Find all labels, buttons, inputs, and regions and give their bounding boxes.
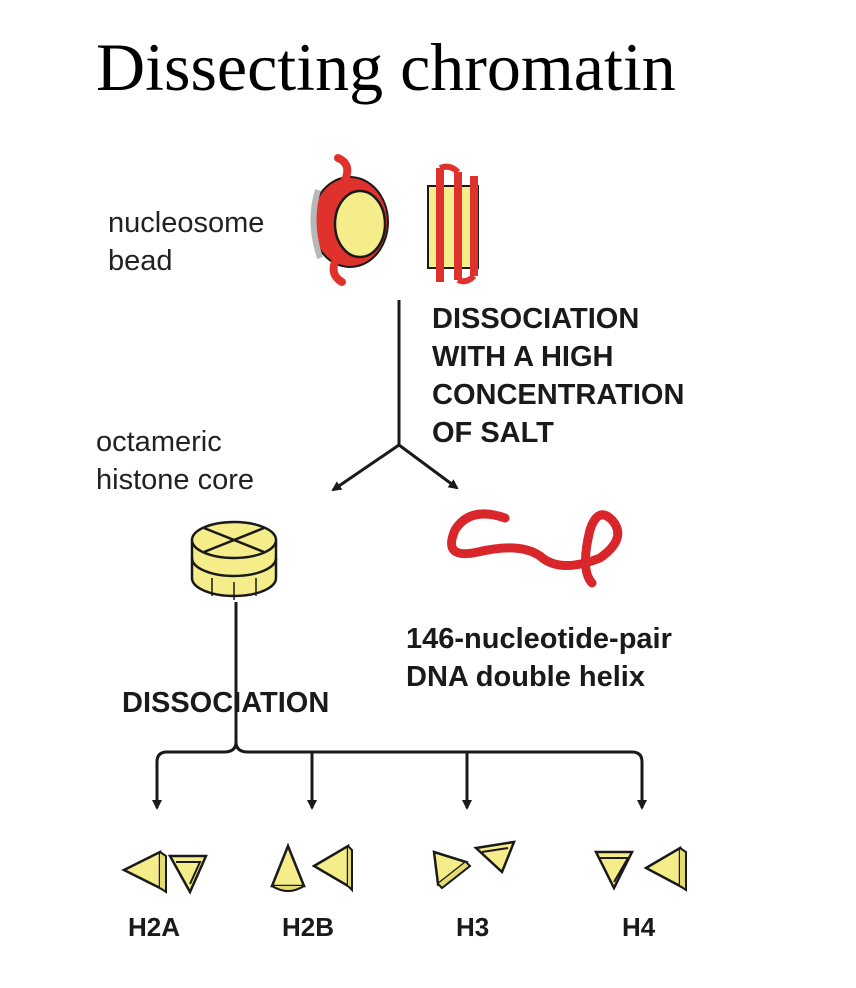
histone-label-h4: H4	[622, 912, 656, 942]
arrow-to-dna	[398, 443, 459, 490]
salt-step-line-3: CONCENTRATION	[432, 379, 685, 411]
arrow-to-core	[331, 443, 400, 492]
h3-wedge-icon	[432, 840, 516, 890]
nucleosome-label-line-1: nucleosome	[108, 207, 265, 239]
h4-wedge-icon	[593, 845, 687, 892]
salt-step-line-1: DISSOCIATION	[432, 303, 640, 335]
salt-step-label: DISSOCIATION WITH A HIGH CONCENTRATION O…	[432, 300, 684, 452]
dna-helix-icon	[447, 509, 623, 588]
histone-label-h2b: H2B	[282, 912, 335, 942]
histone-core-label: octameric histone core	[96, 423, 254, 499]
dna-label: 146-nucleotide-pair DNA double helix	[406, 620, 672, 696]
dissociation-branch	[155, 741, 644, 808]
histone-core-label-line-2: histone core	[96, 464, 254, 496]
salt-step-line-2: WITH A HIGH	[432, 341, 614, 373]
h2b-wedge-icon	[270, 842, 353, 893]
salt-step-line-4: OF SALT	[432, 417, 554, 449]
h2a-wedge-icon	[121, 849, 208, 895]
nucleosome-label: nucleosome bead	[108, 204, 264, 280]
histone-core-label-line-1: octameric	[96, 426, 222, 458]
nucleosome-side-icon	[427, 163, 479, 285]
nucleosome-front-icon	[310, 154, 389, 286]
page-title: Dissecting chromatin	[96, 29, 676, 105]
dna-label-line-2: DNA double helix	[406, 661, 645, 693]
dissociation-label: DISSOCIATION	[122, 687, 330, 719]
dna-label-line-1: 146-nucleotide-pair	[406, 623, 672, 655]
histone-core-icon	[190, 520, 278, 600]
nucleosome-label-line-2: bead	[108, 245, 173, 277]
histone-label-h2a: H2A	[128, 912, 181, 942]
histone-label-h3: H3	[456, 912, 490, 942]
